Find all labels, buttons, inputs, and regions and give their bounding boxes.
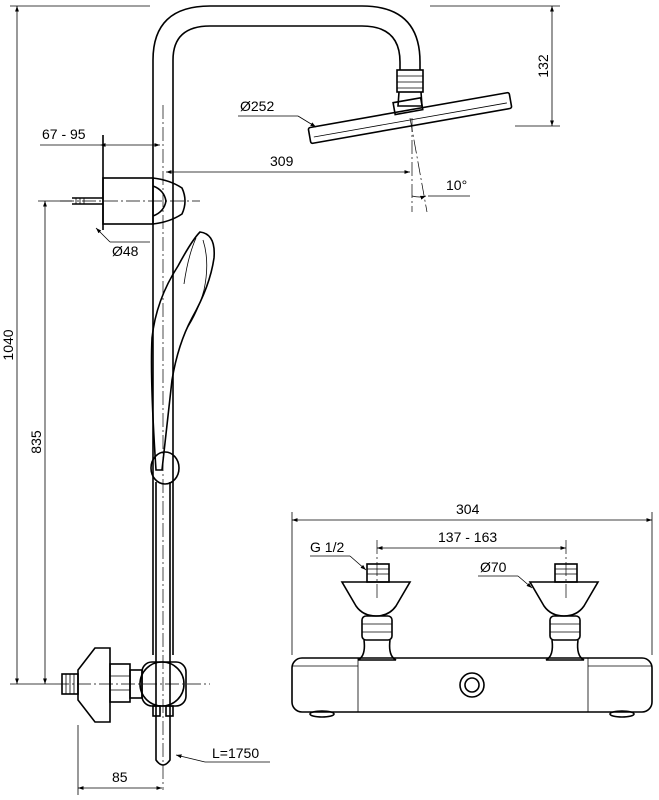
- mixer-front-view: [291, 540, 653, 718]
- wall-bracket: [60, 135, 200, 230]
- showerhead-tilt-axis: [409, 117, 428, 213]
- dim-outlet-height: 835: [28, 430, 44, 454]
- dim-top-height: 132: [535, 54, 551, 78]
- dim-inlet-thread: G 1/2: [310, 539, 344, 555]
- dim-total-height: 1040: [0, 329, 16, 360]
- hand-shower: [150, 231, 216, 766]
- dim-wall-distance: 67 - 95: [42, 126, 86, 142]
- dim-escutcheon-diameter: Ø70: [480, 559, 507, 575]
- shower-column: [152, 5, 424, 790]
- mixer-side-view: [55, 647, 210, 723]
- dim-arm-reach: 309: [270, 153, 294, 169]
- dim-mixer-width: 304: [456, 501, 480, 517]
- dim-wall-offset: 85: [112, 769, 128, 785]
- dim-hose-length: L=1750: [212, 745, 259, 761]
- dim-inlet-spacing: 137 - 163: [438, 529, 497, 545]
- dim-showerhead-diameter: Ø252: [240, 98, 274, 114]
- dim-tilt-angle: 10°: [446, 177, 467, 193]
- dimension-lines: [10, 5, 653, 795]
- dim-bracket-diameter: Ø48: [112, 243, 139, 259]
